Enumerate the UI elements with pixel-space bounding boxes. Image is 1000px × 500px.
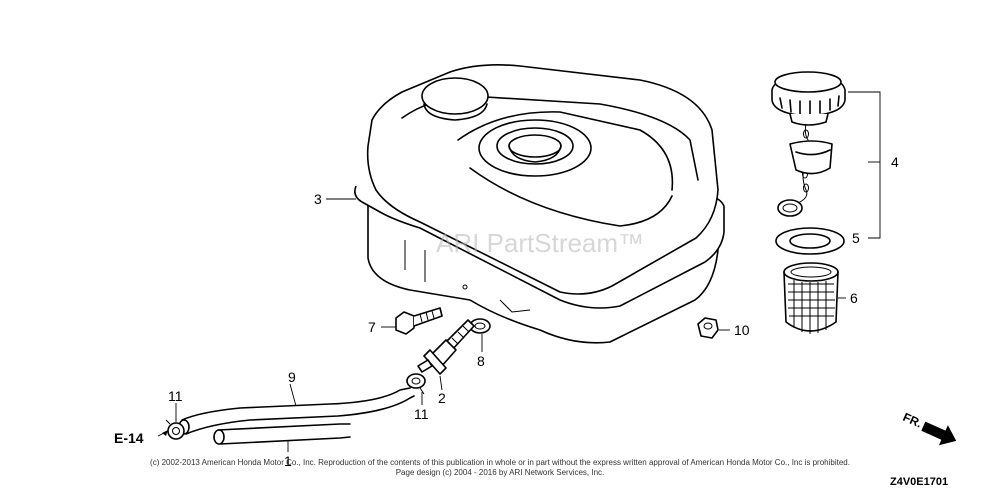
- callout-3: 3: [314, 191, 322, 207]
- front-label: FR.: [901, 410, 924, 431]
- callout-5: 5: [852, 230, 860, 246]
- overflow-tube: [213, 423, 351, 445]
- diagram-code: Z4V0E1701: [890, 476, 948, 488]
- callout-7: 7: [368, 319, 376, 335]
- copyright-line-2: Page design (c) 2004 - 2016 by ARI Netwo…: [396, 468, 605, 477]
- flange-nut: [697, 317, 719, 339]
- callout-10: 10: [734, 322, 750, 338]
- callout-8: 8: [477, 353, 485, 369]
- fuel-tank: [354, 64, 725, 344]
- tube-clip-end: [165, 419, 185, 440]
- callout-1: 1: [284, 453, 292, 469]
- callout-2: 2: [438, 390, 446, 406]
- callout-labels: 3 4 5 6 7 8 10 2 11 9 1 11 E-14: [114, 154, 899, 469]
- callout-9: 9: [288, 369, 296, 385]
- callout-6: 6: [850, 290, 858, 306]
- copyright-line-1: (c) 2002-2013 American Honda Motor Co., …: [150, 458, 850, 467]
- flange-bolt: [395, 307, 443, 335]
- front-direction-arrow: FR.: [901, 410, 957, 446]
- tube-clip: [406, 373, 426, 395]
- reference-e14: E-14: [114, 430, 144, 446]
- callout-11-clip: 11: [414, 406, 429, 422]
- fuel-cock: [417, 319, 475, 375]
- callout-11-end: 11: [168, 388, 183, 404]
- leader-lines: [157, 91, 881, 452]
- callout-4: 4: [891, 154, 899, 170]
- fuel-tube: [178, 387, 415, 435]
- watermark: ARI PartStream™: [436, 228, 644, 258]
- filler-gasket: [775, 227, 845, 255]
- fuel-strainer: [783, 262, 839, 334]
- fuel-filler-cap: [771, 71, 846, 217]
